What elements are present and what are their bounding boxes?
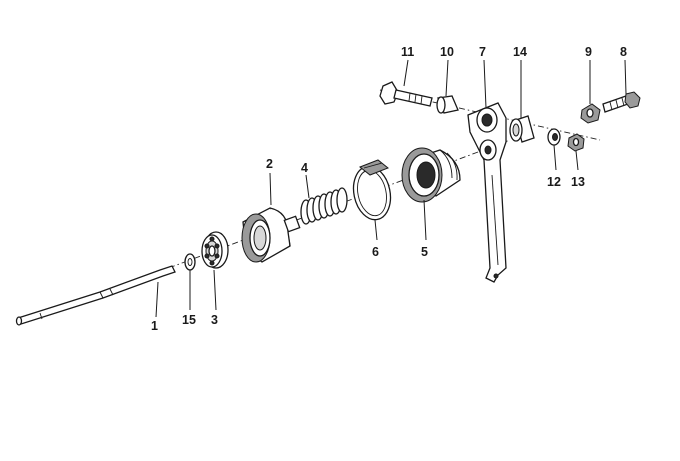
carrier-part-2 — [241, 207, 301, 263]
push-rod-part — [15, 265, 176, 326]
nut-part-9 — [580, 103, 601, 124]
leader-lines — [155, 59, 627, 318]
washer-part-12 — [547, 128, 561, 146]
clamp-part-6 — [352, 159, 392, 221]
label-part-9: 9 — [585, 45, 592, 59]
washer-part-15 — [184, 253, 196, 271]
label-part-14: 14 — [513, 45, 527, 59]
spring-part-4 — [300, 187, 348, 225]
bushing-part-14 — [509, 115, 535, 143]
screw-part-8 — [602, 91, 641, 113]
label-part-7: 7 — [479, 45, 486, 59]
label-part-11: 11 — [401, 45, 414, 59]
boot-part-5 — [401, 147, 461, 203]
label-part-5: 5 — [421, 245, 428, 259]
label-part-6: 6 — [372, 245, 379, 259]
lever-part-7 — [467, 102, 507, 283]
label-part-1: 1 — [151, 319, 158, 333]
label-part-10: 10 — [440, 45, 454, 59]
nut-part-13 — [567, 133, 585, 152]
label-part-8: 8 — [620, 45, 627, 59]
label-part-4: 4 — [301, 161, 308, 175]
label-part-12: 12 — [547, 175, 561, 189]
label-part-2: 2 — [266, 157, 273, 171]
sleeve-part-10 — [436, 95, 459, 114]
label-part-3: 3 — [211, 313, 218, 327]
label-part-13: 13 — [571, 175, 585, 189]
bearing-part-3 — [201, 231, 229, 269]
bolt-part-11 — [379, 81, 433, 107]
label-part-15: 15 — [182, 313, 196, 327]
